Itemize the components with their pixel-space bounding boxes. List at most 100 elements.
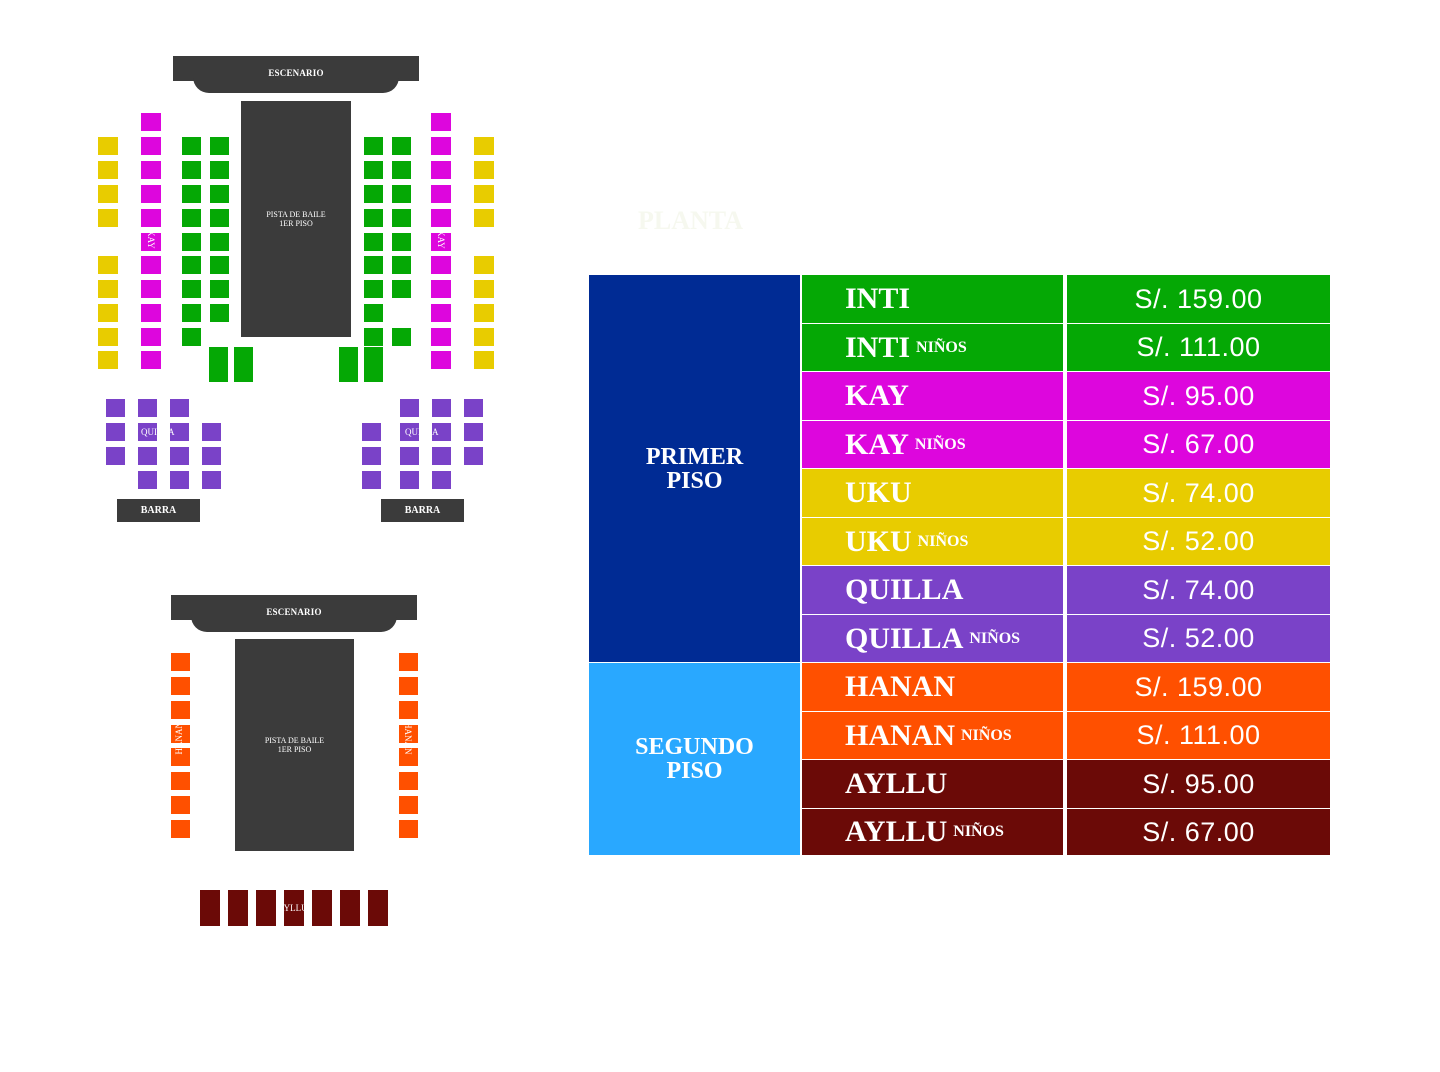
seat-ayllu[interactable] <box>312 890 332 926</box>
seat-hanan[interactable] <box>171 748 190 766</box>
seat-quilla[interactable] <box>138 471 157 489</box>
seat-inti[interactable] <box>182 304 201 322</box>
seat-inti-front[interactable] <box>364 347 383 382</box>
seat-kay[interactable] <box>141 351 161 369</box>
seat-inti[interactable] <box>210 137 229 155</box>
seat-quilla[interactable] <box>202 447 221 465</box>
seat-inti[interactable] <box>210 280 229 298</box>
seat-inti[interactable] <box>392 185 411 203</box>
seat-hanan[interactable] <box>171 653 190 671</box>
seat-quilla[interactable] <box>400 471 419 489</box>
seat-kay[interactable] <box>141 233 161 251</box>
seat-uku[interactable] <box>98 209 118 227</box>
seat-quilla[interactable] <box>432 471 451 489</box>
seat-quilla[interactable] <box>400 423 419 441</box>
seat-uku[interactable] <box>474 209 494 227</box>
seat-inti[interactable] <box>364 304 383 322</box>
seat-quilla[interactable] <box>138 399 157 417</box>
seat-kay[interactable] <box>431 233 451 251</box>
seat-inti[interactable] <box>182 137 201 155</box>
seat-quilla[interactable] <box>202 423 221 441</box>
seat-kay[interactable] <box>141 113 161 131</box>
seat-uku[interactable] <box>474 256 494 274</box>
seat-quilla[interactable] <box>400 447 419 465</box>
seat-inti[interactable] <box>364 328 383 346</box>
seat-inti-front[interactable] <box>234 347 253 382</box>
seat-inti[interactable] <box>392 209 411 227</box>
seat-inti-front[interactable] <box>339 347 358 382</box>
seat-uku[interactable] <box>474 161 494 179</box>
seat-hanan[interactable] <box>399 748 418 766</box>
seat-quilla[interactable] <box>362 423 381 441</box>
seat-quilla[interactable] <box>106 399 125 417</box>
seat-inti-front[interactable] <box>209 347 228 382</box>
seat-kay[interactable] <box>431 328 451 346</box>
seat-inti[interactable] <box>210 304 229 322</box>
seat-inti[interactable] <box>210 256 229 274</box>
seat-kay[interactable] <box>141 209 161 227</box>
seat-inti[interactable] <box>182 161 201 179</box>
seat-uku[interactable] <box>98 328 118 346</box>
seat-uku[interactable] <box>98 304 118 322</box>
seat-hanan[interactable] <box>399 725 418 743</box>
seat-quilla[interactable] <box>362 471 381 489</box>
seat-ayllu[interactable] <box>256 890 276 926</box>
seat-uku[interactable] <box>474 280 494 298</box>
seat-kay[interactable] <box>141 280 161 298</box>
seat-quilla[interactable] <box>106 423 125 441</box>
seat-hanan[interactable] <box>171 796 190 814</box>
seat-kay[interactable] <box>431 351 451 369</box>
seat-hanan[interactable] <box>399 701 418 719</box>
seat-kay[interactable] <box>431 304 451 322</box>
seat-uku[interactable] <box>474 185 494 203</box>
seat-quilla[interactable] <box>170 447 189 465</box>
seat-quilla[interactable] <box>432 447 451 465</box>
seat-kay[interactable] <box>431 256 451 274</box>
seat-kay[interactable] <box>431 161 451 179</box>
seat-kay[interactable] <box>141 185 161 203</box>
seat-uku[interactable] <box>98 256 118 274</box>
seat-ayllu[interactable] <box>368 890 388 926</box>
seat-kay[interactable] <box>431 209 451 227</box>
seat-hanan[interactable] <box>399 820 418 838</box>
seat-quilla[interactable] <box>202 471 221 489</box>
seat-kay[interactable] <box>431 137 451 155</box>
seat-kay[interactable] <box>141 328 161 346</box>
seat-hanan[interactable] <box>171 820 190 838</box>
seat-inti[interactable] <box>182 233 201 251</box>
seat-quilla[interactable] <box>432 423 451 441</box>
seat-ayllu[interactable] <box>284 890 304 926</box>
seat-kay[interactable] <box>431 185 451 203</box>
seat-hanan[interactable] <box>399 677 418 695</box>
seat-inti[interactable] <box>364 233 383 251</box>
seat-kay[interactable] <box>431 113 451 131</box>
seat-inti[interactable] <box>392 233 411 251</box>
seat-inti[interactable] <box>364 209 383 227</box>
seat-uku[interactable] <box>98 185 118 203</box>
seat-inti[interactable] <box>364 185 383 203</box>
seat-hanan[interactable] <box>171 701 190 719</box>
seat-hanan[interactable] <box>399 772 418 790</box>
seat-uku[interactable] <box>474 351 494 369</box>
seat-inti[interactable] <box>392 137 411 155</box>
seat-quilla[interactable] <box>138 423 157 441</box>
seat-ayllu[interactable] <box>200 890 220 926</box>
seat-quilla[interactable] <box>106 447 125 465</box>
seat-quilla[interactable] <box>464 399 483 417</box>
seat-ayllu[interactable] <box>228 890 248 926</box>
seat-quilla[interactable] <box>170 399 189 417</box>
seat-inti[interactable] <box>182 256 201 274</box>
seat-inti[interactable] <box>210 185 229 203</box>
seat-inti[interactable] <box>182 209 201 227</box>
seat-uku[interactable] <box>474 137 494 155</box>
seat-uku[interactable] <box>474 328 494 346</box>
seat-uku[interactable] <box>98 280 118 298</box>
seat-hanan[interactable] <box>171 725 190 743</box>
seat-kay[interactable] <box>141 304 161 322</box>
seat-inti[interactable] <box>364 161 383 179</box>
seat-inti[interactable] <box>182 280 201 298</box>
seat-kay[interactable] <box>141 161 161 179</box>
seat-uku[interactable] <box>98 351 118 369</box>
seat-kay[interactable] <box>431 280 451 298</box>
seat-hanan[interactable] <box>399 796 418 814</box>
